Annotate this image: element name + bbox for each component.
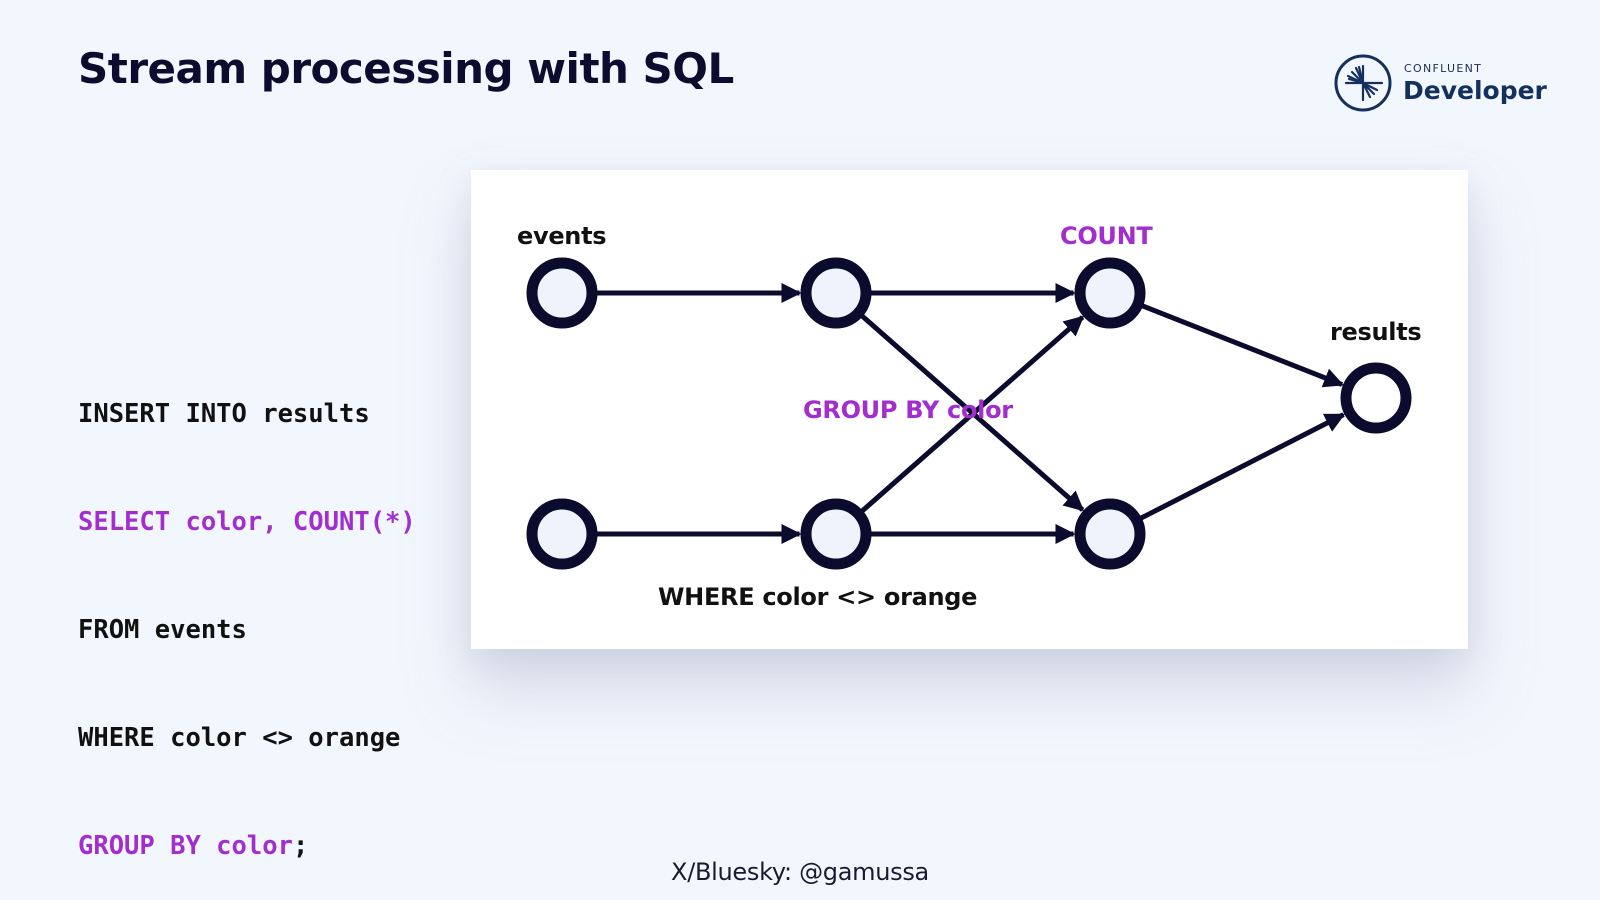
sql-line-select: SELECT color, COUNT(*) <box>78 507 416 537</box>
edge-count-top-to-results <box>1140 302 1344 388</box>
sql-line-from: FROM events <box>78 615 247 645</box>
label-events: events <box>517 222 607 250</box>
label-count: COUNT <box>1060 222 1153 250</box>
dataflow-diagram <box>526 257 1412 570</box>
social-handle-footer: X/Bluesky: @gamussa <box>671 858 929 886</box>
node-src-bottom <box>526 498 598 570</box>
label-results: results <box>1330 318 1422 346</box>
slide-title: Stream processing with SQL <box>78 44 734 93</box>
confluent-starburst-icon <box>1334 54 1392 112</box>
brand-product: Developer <box>1403 76 1547 105</box>
node-filter-bottom <box>800 498 872 570</box>
nodes-layer <box>526 257 1412 570</box>
brand-company: CONFLUENT <box>1404 62 1483 75</box>
edge-filter-bottom-to-count-top <box>859 315 1085 514</box>
edge-count-bottom-to-results <box>1138 412 1346 521</box>
label-where: WHERE color <> orange <box>658 583 978 611</box>
confluent-developer-logo: CONFLUENT Developer <box>1334 54 1564 114</box>
sql-code-block: INSERT INTO results SELECT color, COUNT(… <box>78 324 416 900</box>
sql-line-group-by: GROUP BY color; <box>78 828 416 864</box>
sql-line-where: WHERE color <> orange <box>78 723 401 753</box>
label-group-by: GROUP BY color <box>803 396 1013 424</box>
dataflow-diagram-card: events COUNT results GROUP BY color WHER… <box>471 170 1468 649</box>
edges-layer <box>595 283 1346 544</box>
sql-group-by-keyword: GROUP BY color <box>78 831 293 861</box>
node-count-top <box>1074 257 1146 329</box>
sql-line-insert: INSERT INTO results <box>78 399 370 429</box>
node-results <box>1340 362 1412 434</box>
sql-semicolon: ; <box>292 831 309 861</box>
node-filter-top <box>800 257 872 329</box>
node-count-bottom <box>1074 498 1146 570</box>
node-src-top <box>526 257 598 329</box>
